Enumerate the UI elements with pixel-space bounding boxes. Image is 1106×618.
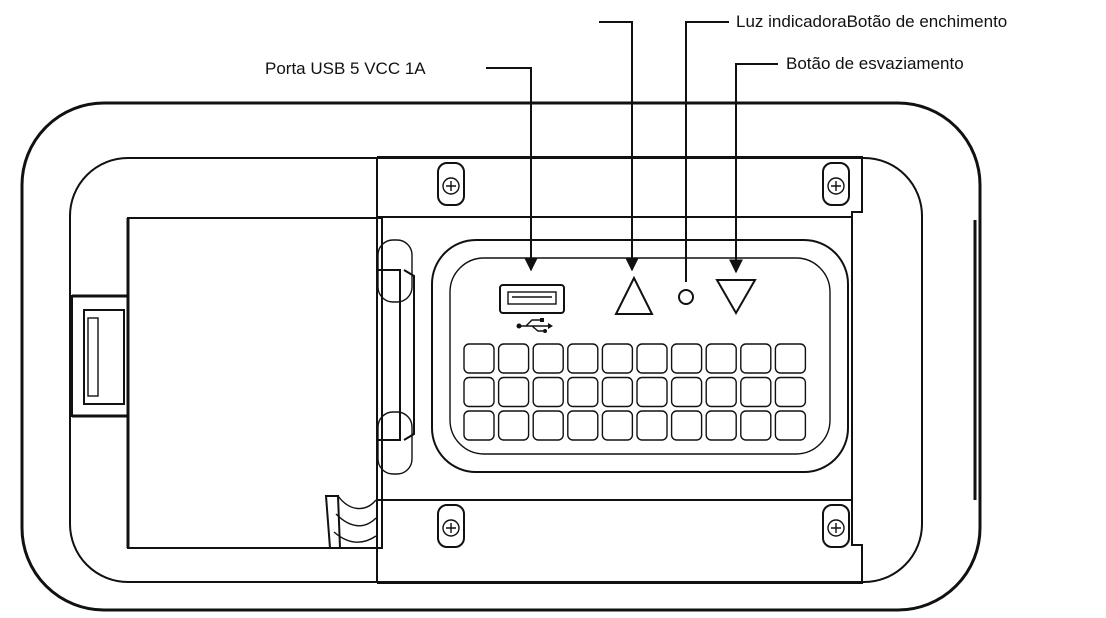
grille-slot [636, 376, 668, 408]
control-panel [431, 239, 849, 473]
grille-slot [532, 343, 564, 374]
grille-slot [774, 376, 807, 408]
grille-slot [532, 410, 564, 441]
grille-slot [636, 343, 668, 374]
callout-deflate-button: Botão de esvaziamento [786, 54, 964, 73]
grille-slot [567, 343, 599, 374]
grille-slot [636, 410, 668, 441]
device-body [20, 101, 982, 612]
grille-slot [567, 410, 599, 441]
grille-slot [705, 410, 737, 441]
grille-slot [705, 376, 737, 408]
grille-slot [463, 376, 495, 408]
screw-bottom-right [822, 504, 850, 548]
grille-slot [740, 376, 772, 408]
grille-slot [463, 410, 495, 441]
grille-slot [601, 410, 634, 441]
grille-slot [740, 410, 772, 441]
usb-port[interactable] [499, 284, 565, 314]
speaker-grille [463, 343, 807, 441]
hinge-cable [324, 495, 377, 549]
grille-slot [463, 343, 495, 374]
deflate-button-icon[interactable] [715, 279, 757, 316]
indicator-light [678, 289, 694, 305]
screw-top-left [437, 162, 465, 206]
grille-slot [601, 376, 634, 408]
grille-slot [497, 343, 530, 374]
latch [71, 294, 129, 418]
grille-slot [497, 410, 530, 441]
callout-usb-port: Porta USB 5 VCC 1A [265, 59, 426, 78]
grille-slot [774, 343, 807, 374]
grille-slot [670, 376, 703, 408]
battery-cover-frame [376, 156, 863, 584]
screw-top-right [822, 162, 850, 206]
screw-bottom-left [437, 504, 465, 548]
grille-slot [670, 343, 703, 374]
inflate-button-icon[interactable] [614, 275, 654, 315]
usb-symbol-icon [516, 318, 553, 333]
grille-slot [774, 410, 807, 441]
grille-slot [705, 343, 737, 374]
callout-lines [486, 21, 778, 282]
grille-slot [740, 343, 772, 374]
grille-slot [532, 376, 564, 408]
grille-slot [567, 376, 599, 408]
grille-slot [497, 376, 530, 408]
callout-indicator-inflate: Luz indicadoraBotão de enchimento [736, 12, 1007, 31]
grille-slot [601, 343, 634, 374]
grille-slot [670, 410, 703, 441]
